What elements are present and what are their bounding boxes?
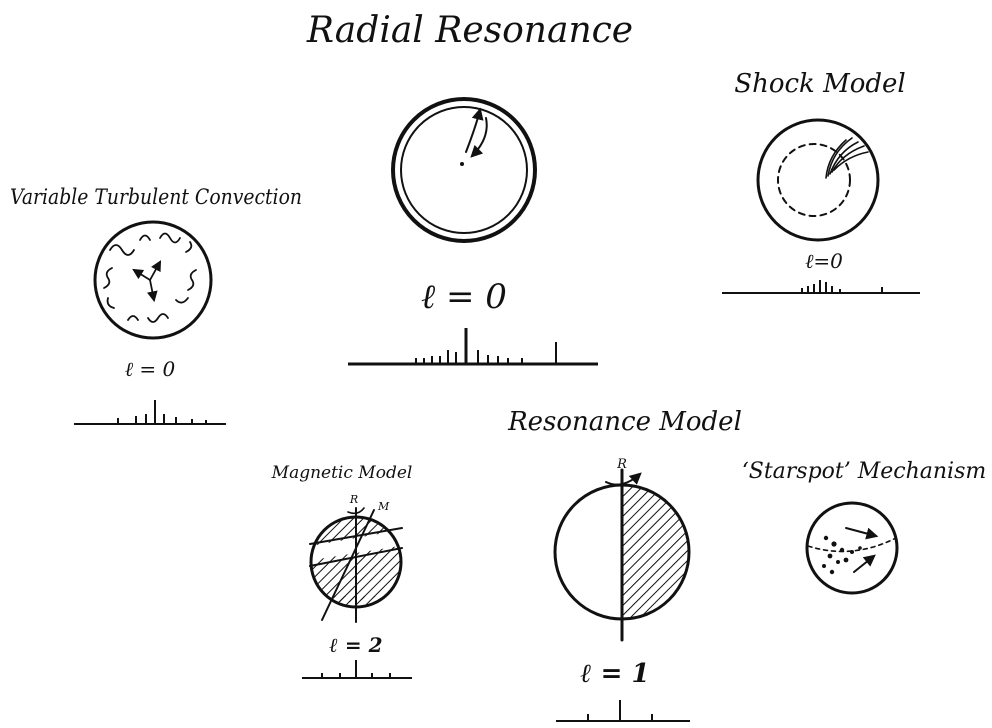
radial-center-dot [460,162,464,166]
shock-model-panel: Shock Model ℓ=0 [722,69,920,294]
shock-star [756,118,880,242]
radial-resonance-panel: ℓ = 0 [348,97,598,366]
magnetic-spectrum [302,660,412,679]
magnetic-rotation-arrow [347,507,365,515]
resonance-rotation-arrow [605,472,642,486]
convection-mode-label: ℓ = 0 [125,357,176,381]
radial-star-inner [400,106,528,234]
radial-mode-label: ℓ = 0 [421,277,507,317]
convection-cells [103,232,197,323]
starspot-panel: ‘Starspot’ Mechanism [742,459,987,595]
starspot-label: ‘Starspot’ Mechanism [742,459,987,484]
shock-spectrum [722,280,920,294]
starspot-arrow-upper [845,527,879,540]
radial-spectrum [348,328,598,366]
convection-arrows [132,260,162,303]
magnetic-model-panel: Magnetic Model R M ℓ = 2 [271,463,413,679]
shock-inner-dashed [777,143,851,217]
starspot-arrow-lower [853,554,876,573]
convection-label: Variable Turbulent Convection [10,185,302,209]
convection-spectrum [74,400,226,425]
starspot-spots [822,535,862,575]
radial-star-outer [391,97,537,243]
resonance-model-panel: Resonance Model R ℓ = 1 [507,407,742,722]
shock-mode-label: ℓ=0 [805,249,843,273]
resonance-mode-label: ℓ = 1 [580,659,649,689]
resonance-axis-label: R [616,457,627,472]
convection-star [93,220,213,340]
radial-oscillation-arrow [465,107,484,153]
magnetic-field-label: M [377,500,390,513]
resonance-model-label: Resonance Model [507,407,742,437]
magnetic-rotation-label: R [349,493,358,506]
starspot-star [805,501,899,595]
magnetic-mode-label: ℓ = 2 [329,633,382,657]
diagram-title: Radial Resonance [306,10,633,51]
shock-model-label: Shock Model [734,69,905,99]
magnetic-field-axis [321,509,375,621]
magnetic-model-label: Magnetic Model [271,463,413,483]
resonance-spectrum [556,700,690,722]
shock-wave-lines [825,137,869,179]
starspot-equator-dashed [807,537,897,553]
radial-oscillation-arrow-return [470,117,488,158]
convection-panel: Variable Turbulent Convection ℓ = 0 [10,185,302,425]
